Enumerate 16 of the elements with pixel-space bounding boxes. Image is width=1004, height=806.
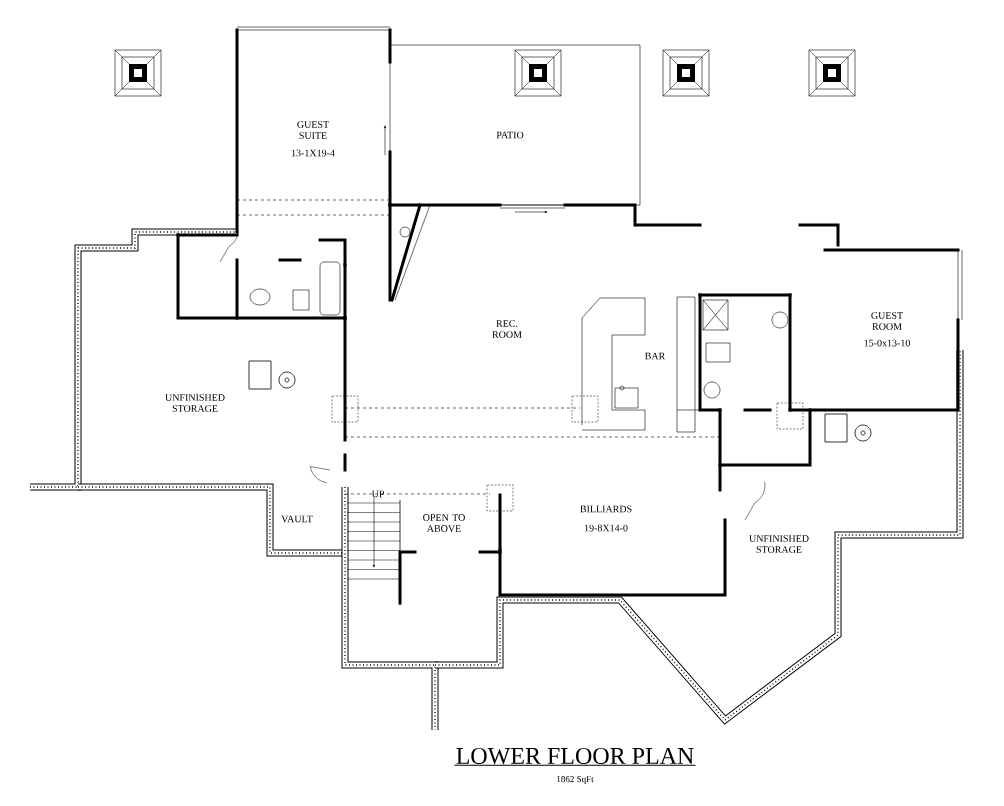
room-label: VAULT	[281, 515, 313, 523]
room-label: PATIO	[496, 131, 524, 139]
room-label: BAR	[645, 352, 666, 360]
room-dimension: 13-1X19-4	[291, 149, 335, 157]
room-label: UNFINISHED STORAGE	[165, 394, 225, 412]
stair-direction-label: UP	[371, 490, 384, 498]
room-label: GUEST SUITE	[297, 121, 329, 139]
room-label: BILLIARDS	[580, 505, 632, 513]
caption: 1862 SqFt	[557, 776, 594, 784]
room-label: GUEST ROOM	[871, 312, 903, 330]
room-label: UNFINISHED STORAGE	[749, 535, 809, 553]
room-label: REC. ROOM	[492, 320, 522, 338]
title: LOWER FLOOR PLAN	[453, 747, 697, 766]
room-dimension: 15-0x13-10	[864, 339, 910, 347]
room-label: OPEN TO ABOVE	[423, 514, 465, 532]
room-dimension: 19-8X14-0	[584, 524, 628, 532]
